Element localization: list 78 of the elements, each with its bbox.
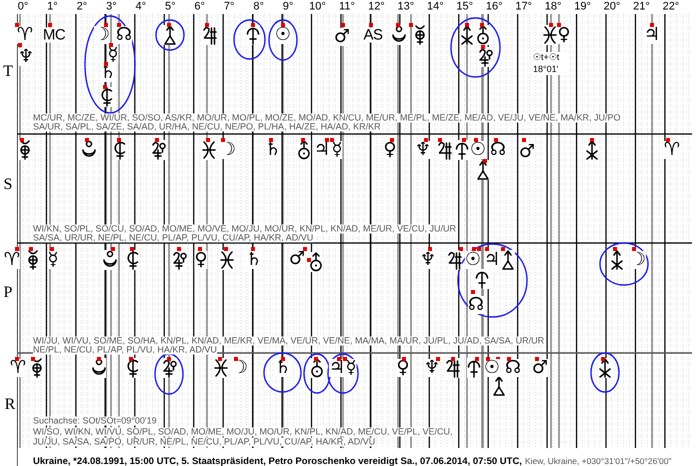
astrological-symbol: ♀ [557, 26, 571, 44]
midpoint-list: WI/SO, WI/KN, WI/VU, SO/PL, SO/AD, MO/ME, MO/JU, MO/UR, KN/PL, KN/AD, ME/CU, VE/PL, VE/CU, [33, 428, 453, 436]
point-abbreviation: MC [42, 28, 66, 42]
degree-label: 18° [544, 2, 562, 12]
astrological-symbol: ♄ [100, 64, 116, 82]
astrological-symbol: ☿ [47, 251, 59, 269]
degree-label: 8° [253, 2, 264, 12]
degree-label: 14° [426, 2, 444, 12]
astrological-symbol: ♆ [414, 141, 432, 159]
astrological-symbol: ♆ [424, 359, 440, 377]
astrological-symbol: ♄ [274, 359, 292, 377]
search-axis-note: Suchachse: SOt/SOt=09°00'19 [33, 416, 157, 426]
astrological-symbol: ♂ [288, 250, 306, 268]
astrological-symbol: ☉ [274, 26, 292, 44]
degree-label: 20° [604, 2, 620, 12]
midpoint-list: MC/UR, MC/ZE, WI/UR, SO/SO, AS/KR, MO/UR, MO/PL, MO/ZE, MO/AD, KN/CU, ME/UR, ME/PL, ME/ZE, ME/AD, VE/JU, VE/NE, MA/KR, JU/PO [33, 114, 621, 122]
midpoint-list: WI/KN, SO/PL, SO/CU, SO/AD, MO/ME, MO/VE, MO/JU, MO/UR, KN/PL, KN/AD, ME/UR, VE/CU, JU/UR [33, 224, 456, 234]
band-letter: T [3, 64, 13, 80]
midpoint-list: JU/JU, SA/SA, SA/PO, UR/UR, NE/PL, NE/CU, PL/AP, PL/VU, CU/AP, HA/KR, AD/VU [33, 438, 376, 446]
degree-label: 19° [574, 2, 591, 12]
astrological-symbol: ☿ [107, 46, 119, 64]
astrological-symbol: ♀ [194, 251, 208, 269]
point-abbreviation: AS [364, 28, 382, 42]
astrological-symbol: ♃ [328, 359, 346, 377]
degree-label: 4° [136, 2, 146, 12]
degree-label: 6° [194, 2, 205, 12]
degree-label: 22° [662, 2, 680, 12]
degree-label: 10° [309, 2, 326, 12]
band-letter: P [4, 285, 12, 301]
degree-label: 16° [486, 2, 502, 12]
astrological-symbol: ♂ [334, 28, 350, 46]
degree-label: 17° [515, 2, 532, 12]
astrological-symbol: ☊ [505, 359, 521, 377]
astrological-symbol: ♀ [383, 141, 397, 159]
astrological-symbol: ♈ [10, 359, 26, 377]
astrological-symbol: ☽ [94, 26, 110, 44]
astrological-symbol: ☿ [345, 359, 357, 377]
degree-label: 13° [398, 2, 414, 12]
astrological-symbol: ☊ [116, 26, 132, 44]
midpoint-list: SA/UR, SA/PL, SA/ZE, SA/AD, UR/HA, NE/CU, NE/PO, PL/HA, HA/ZE, HA/AD, KR/KR [33, 122, 381, 132]
astrological-symbol: ♃ [484, 251, 500, 269]
astrological-symbol: ♄ [264, 141, 282, 159]
annotation: ☉t+☉t 18°01' [533, 52, 567, 76]
astrological-symbol: ☊ [490, 141, 506, 159]
degree-label: 5° [164, 2, 176, 12]
astrological-symbol: ☽ [232, 359, 248, 377]
astrological-symbol: ♄ [246, 251, 262, 269]
degree-label: 3° [106, 2, 117, 12]
degree-label: 7° [224, 2, 234, 12]
astrological-symbol: ♆ [18, 48, 34, 66]
astrological-symbol: ☊ [468, 296, 484, 314]
astrological-symbol: ☽ [630, 251, 646, 269]
astrological-symbol: ☉ [464, 251, 482, 269]
band-letter: R [4, 397, 16, 413]
astrological-symbol: ♆ [420, 251, 436, 269]
astrological-symbol: ♃ [644, 26, 660, 44]
degree-label: 0° [18, 2, 28, 12]
midpoint-list: WI/JU, WI/VU, SO/ME, SO/HA, KN/PL, KN/AD, ME/KR, VE/MA, VE/UR, VE/NE, MA/MA, MA/UR, JU/PL, JU/AD, SA/SA, UR/UR [33, 336, 544, 346]
astrological-symbol: ♈ [16, 26, 34, 44]
astrological-symbol: ☉ [470, 141, 486, 159]
astrological-symbol: ☽ [220, 141, 236, 159]
degree-label: 11° [339, 2, 355, 12]
astrological-symbol: ☿ [331, 141, 343, 159]
degree-label: 21° [633, 2, 650, 12]
astrological-symbol: ♈ [4, 251, 20, 269]
degree-label: 15° [456, 2, 474, 12]
astrological-symbol: ☉ [484, 359, 500, 377]
astrological-symbol: ♈ [664, 141, 680, 159]
degree-label: 2° [76, 2, 88, 12]
degree-label: 12° [368, 2, 385, 12]
band-letter: S [4, 177, 12, 193]
degree-label: 9° [282, 2, 294, 12]
midpoint-list: SA/SA, UR/UR, NE/PL, NE/CU, PL/AP, PL/VU, CU/AP, HA/KR, AD/VU [33, 234, 314, 242]
astrological-symbol: ♂ [518, 143, 536, 161]
astrological-symbol: ♂ [532, 359, 548, 377]
degree-label: 1° [47, 2, 58, 12]
astrological-symbol: ♃ [314, 141, 330, 159]
midpoint-list: NE/PL, NE/CU, PL/AP, PL/VU, HA/KR, AD/VU [33, 346, 217, 354]
